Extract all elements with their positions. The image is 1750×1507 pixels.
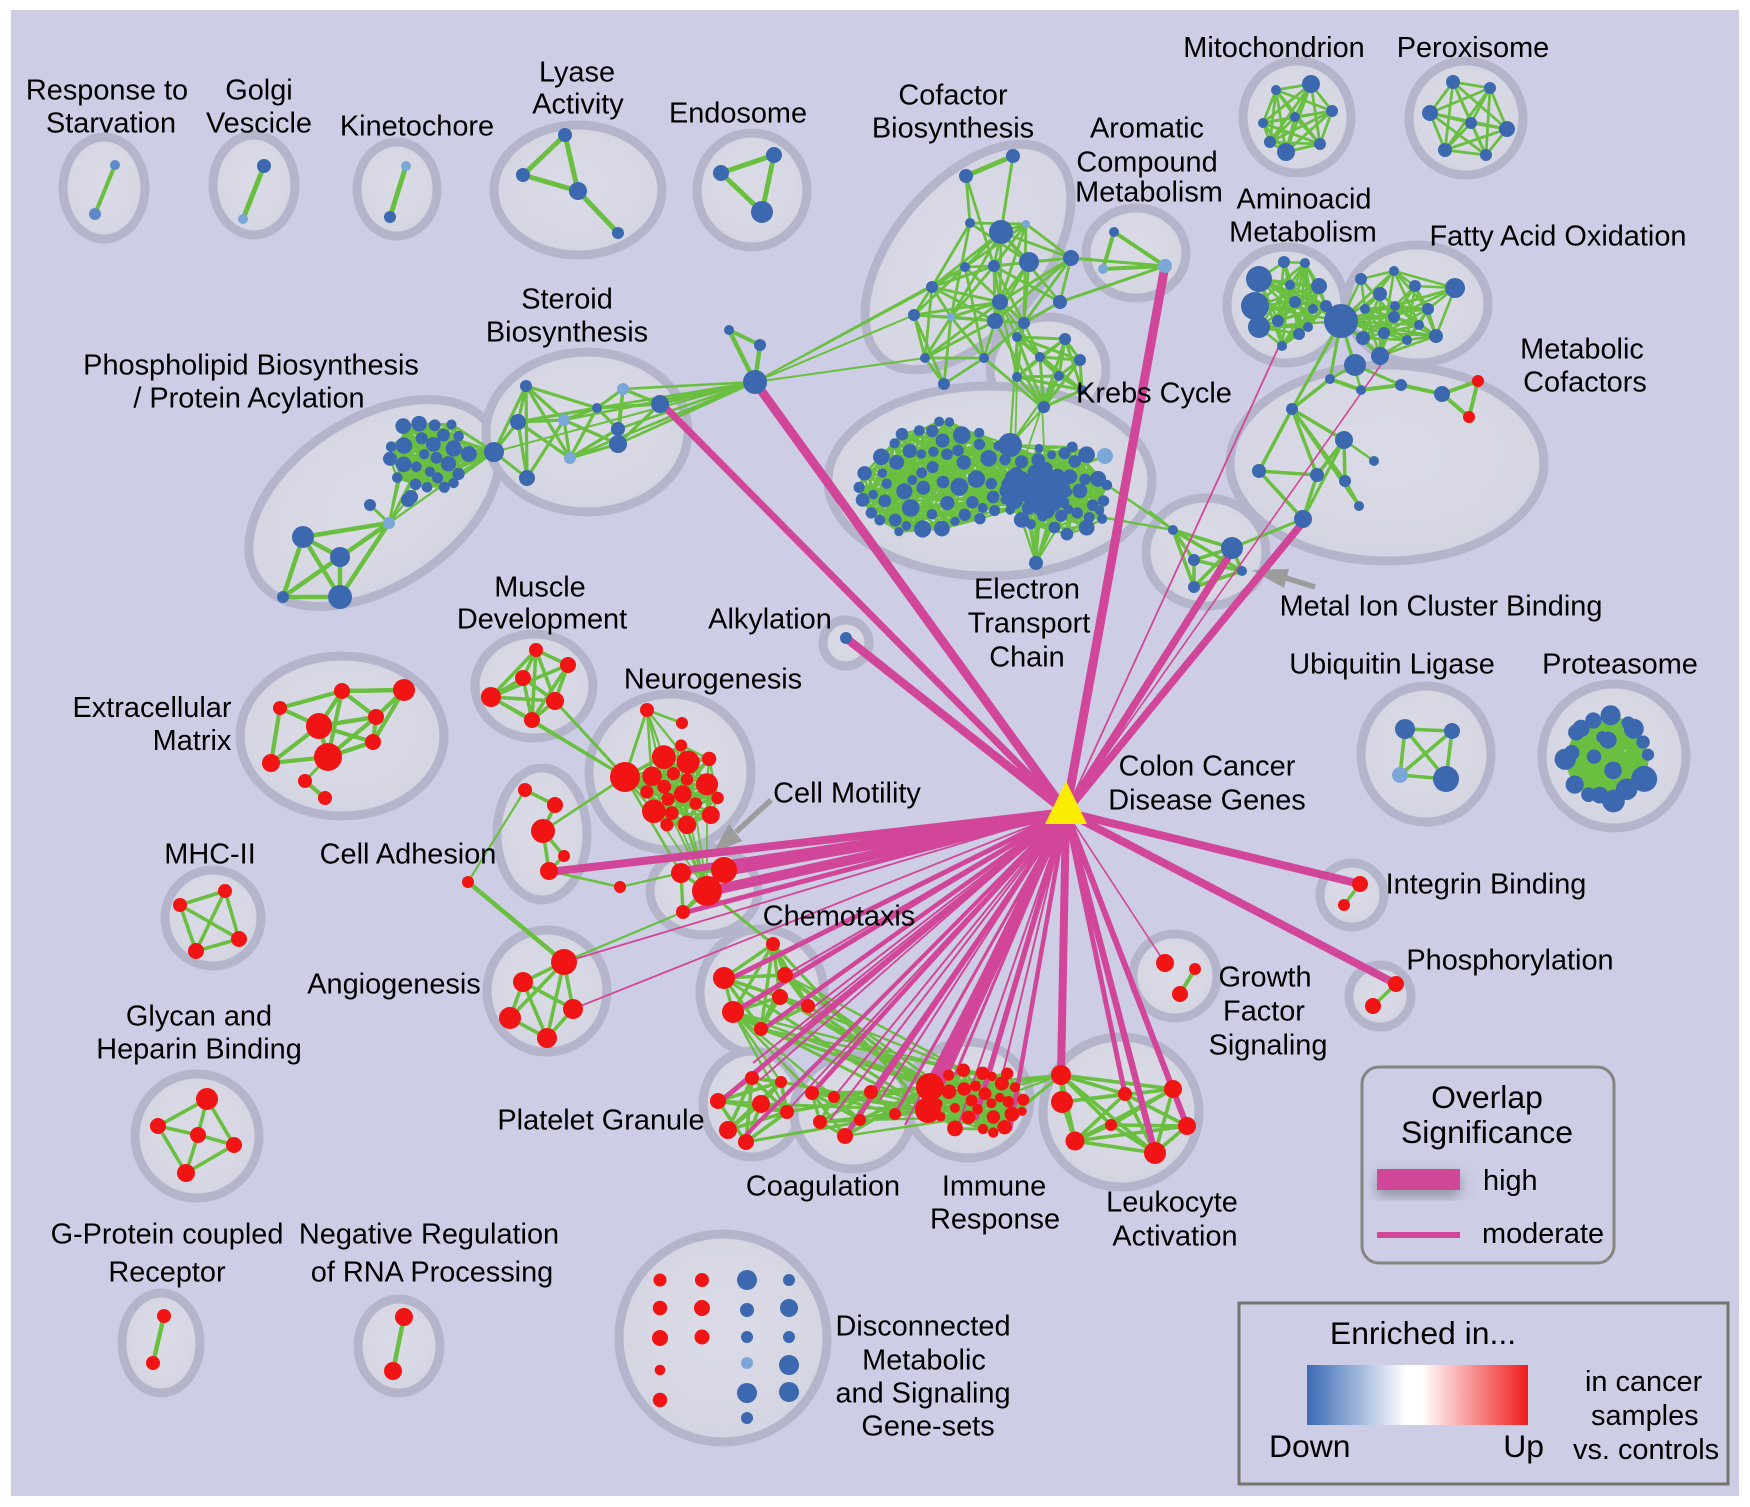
svg-text:Metabolism: Metabolism [1075, 177, 1223, 209]
svg-text:Growth: Growth [1218, 962, 1311, 994]
svg-text:Fatty Acid Oxidation: Fatty Acid Oxidation [1430, 221, 1687, 253]
svg-text:Electron: Electron [974, 574, 1080, 606]
svg-text:Signaling: Signaling [1209, 1030, 1328, 1062]
svg-text:Phospholipid Biosynthesis: Phospholipid Biosynthesis [83, 350, 419, 382]
svg-text:Activity: Activity [532, 89, 624, 121]
svg-text:Extracellular: Extracellular [73, 692, 232, 724]
svg-text:Kinetochore: Kinetochore [340, 111, 494, 143]
svg-text:Golgi: Golgi [225, 75, 292, 107]
svg-text:Krebs Cycle: Krebs Cycle [1076, 378, 1232, 410]
svg-text:Muscle: Muscle [494, 572, 586, 604]
svg-text:Response to: Response to [26, 75, 188, 107]
svg-text:Coagulation: Coagulation [746, 1171, 900, 1203]
svg-text:Metabolic: Metabolic [862, 1345, 986, 1377]
svg-text:Overlap: Overlap [1431, 1079, 1543, 1115]
svg-text:Chemotaxis: Chemotaxis [763, 901, 916, 933]
svg-text:Down: Down [1269, 1428, 1351, 1464]
svg-text:moderate: moderate [1482, 1218, 1604, 1250]
svg-text:Gene-sets: Gene-sets [861, 1411, 994, 1443]
svg-text:Endosome: Endosome [669, 98, 807, 130]
svg-text:Ubiquitin Ligase: Ubiquitin Ligase [1289, 649, 1495, 681]
svg-text:Up: Up [1503, 1428, 1544, 1464]
svg-text:Transport: Transport [968, 608, 1091, 640]
svg-text:Development: Development [457, 604, 627, 636]
svg-text:G-Protein coupled: G-Protein coupled [51, 1219, 284, 1251]
svg-text:Response: Response [930, 1204, 1060, 1236]
svg-text:Disconnected: Disconnected [835, 1311, 1010, 1343]
svg-text:Aminoacid: Aminoacid [1237, 184, 1372, 216]
svg-text:Lyase: Lyase [539, 57, 615, 89]
svg-text:Biosynthesis: Biosynthesis [486, 317, 648, 349]
svg-text:Significance: Significance [1401, 1114, 1573, 1150]
svg-text:Leukocyte: Leukocyte [1106, 1187, 1238, 1219]
svg-text:Alkylation: Alkylation [708, 604, 832, 636]
svg-text:Angiogenesis: Angiogenesis [307, 969, 480, 1001]
svg-text:Metabolic: Metabolic [1520, 334, 1644, 366]
svg-text:Peroxisome: Peroxisome [1397, 32, 1550, 64]
svg-text:and Signaling: and Signaling [835, 1378, 1010, 1410]
svg-text:Cell Adhesion: Cell Adhesion [320, 839, 497, 871]
svg-text:Cell Motility: Cell Motility [773, 778, 921, 810]
svg-text:Cofactors: Cofactors [1523, 367, 1647, 399]
svg-text:Cofactor: Cofactor [898, 80, 1008, 112]
svg-text:Steroid: Steroid [521, 284, 613, 316]
svg-text:vs. controls: vs. controls [1573, 1434, 1719, 1466]
svg-text:Starvation: Starvation [46, 108, 176, 140]
svg-text:Phosphorylation: Phosphorylation [1406, 945, 1613, 977]
svg-text:Mitochondrion: Mitochondrion [1183, 32, 1364, 64]
svg-text:Proteasome: Proteasome [1542, 649, 1698, 681]
svg-text:Negative Regulation: Negative Regulation [299, 1219, 559, 1251]
svg-text:Immune: Immune [942, 1171, 1046, 1203]
svg-text:Disease Genes: Disease Genes [1108, 785, 1306, 817]
svg-text:MHC-II: MHC-II [164, 839, 255, 871]
svg-text:Metabolism: Metabolism [1229, 217, 1377, 249]
svg-text:Integrin Binding: Integrin Binding [1386, 869, 1587, 901]
svg-text:Metal Ion Cluster Binding: Metal Ion Cluster Binding [1280, 591, 1603, 623]
svg-text:Chain: Chain [989, 642, 1065, 674]
svg-text:Aromatic: Aromatic [1090, 113, 1204, 145]
svg-text:Vescicle: Vescicle [206, 108, 312, 140]
svg-text:Compound: Compound [1076, 147, 1217, 179]
svg-text:/ Protein Acylation: / Protein Acylation [133, 383, 364, 415]
svg-text:Matrix: Matrix [153, 725, 232, 757]
svg-text:Platelet Granule: Platelet Granule [497, 1105, 704, 1137]
svg-text:Heparin Binding: Heparin Binding [96, 1034, 302, 1066]
svg-text:Glycan and: Glycan and [126, 1001, 272, 1033]
svg-text:high: high [1483, 1165, 1538, 1197]
svg-text:Receptor: Receptor [108, 1257, 226, 1289]
svg-text:in cancer: in cancer [1585, 1366, 1703, 1398]
svg-text:Enriched in...: Enriched in... [1330, 1315, 1516, 1351]
svg-text:samples: samples [1591, 1400, 1699, 1432]
svg-text:Activation: Activation [1112, 1221, 1237, 1253]
svg-text:Colon Cancer: Colon Cancer [1119, 751, 1296, 783]
svg-text:Factor: Factor [1223, 996, 1305, 1028]
svg-text:Biosynthesis: Biosynthesis [872, 113, 1034, 145]
svg-text:Neurogenesis: Neurogenesis [624, 664, 802, 696]
svg-text:of RNA Processing: of RNA Processing [311, 1257, 553, 1289]
